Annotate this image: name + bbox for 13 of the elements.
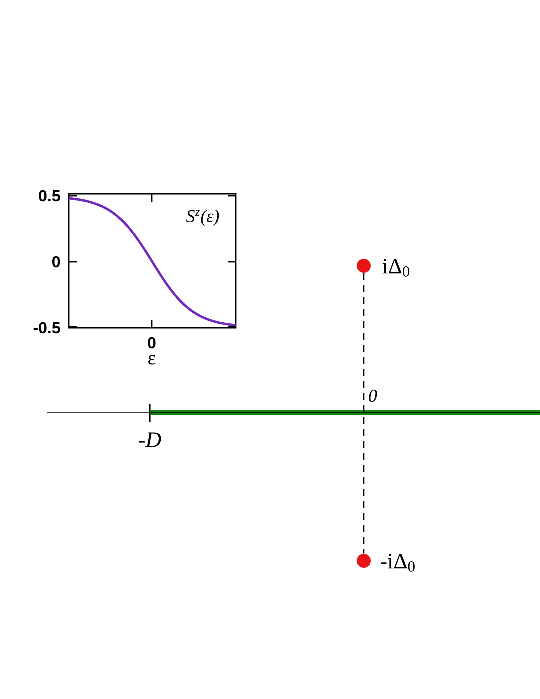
pole-label: iΔ$_{0}$ [382,259,410,277]
tick-label: 0.5 [39,190,60,202]
tick-label: 0 [148,337,156,349]
tick-label: 0 [52,256,60,268]
axis-title: ε [148,355,156,365]
dashed-line [363,273,365,554]
pole-label: -iΔ$_{0}$ [381,554,415,572]
pole-dot [357,259,371,273]
origin-label: 0 [369,390,378,402]
axis-label: -D [139,432,162,448]
plot-annotation: S$^{z}$(ε) [186,210,220,226]
pole-dot [357,554,371,568]
tick-label: -0.5 [34,322,60,334]
